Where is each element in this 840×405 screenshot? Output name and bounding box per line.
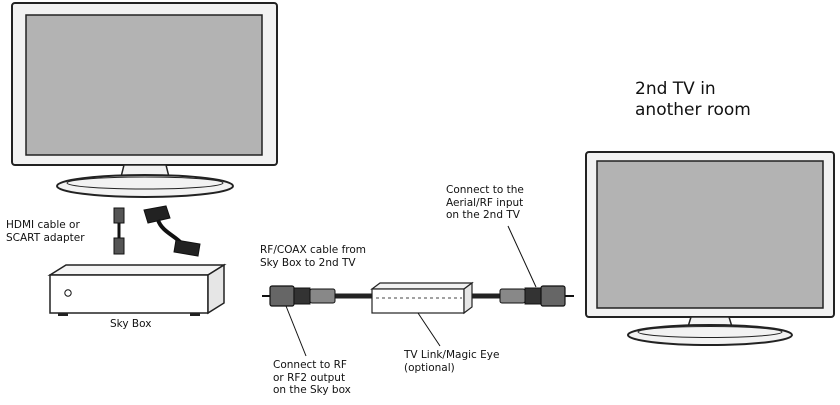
pointer-tv-link	[417, 312, 441, 347]
rf-output-label-line1: Connect to RF	[273, 359, 347, 371]
rf-output-label: Connect to RF or RF2 output on the Sky b…	[273, 359, 351, 397]
hdmi-label: HDMI cable or SCART adapter	[6, 219, 85, 244]
sky-box-foot-right	[190, 313, 200, 316]
tv-link-magic-eye	[370, 281, 474, 315]
pointer-aerial-input	[507, 225, 537, 288]
rf-cable-label-line1: RF/COAX cable from	[260, 244, 367, 256]
tv-link-label-line2: (optional)	[404, 361, 455, 374]
rf-coax-cable	[262, 285, 574, 307]
second-tv-title-line2: another room	[635, 100, 751, 120]
second-tv-title: 2nd TV in another room	[635, 79, 751, 121]
pointer-lines	[285, 225, 537, 357]
aerial-input-label: Connect to the Aerial/RF input on the 2n…	[446, 184, 524, 222]
tv-link-side	[463, 281, 473, 315]
pointer-rf-output	[285, 305, 307, 357]
rf-output-label-line2: or RF2 output	[273, 371, 346, 384]
hdmi-label-line1: HDMI cable or	[6, 219, 80, 231]
second-tv-title-line1: 2nd TV in	[635, 79, 716, 99]
power-button-icon	[64, 289, 72, 297]
coax-connector-left	[269, 285, 295, 307]
sky-box	[47, 263, 227, 316]
main-tv-stand-inner	[66, 176, 224, 190]
coax-connector-right-nut	[524, 287, 542, 305]
hdmi-connector-bottom	[113, 237, 125, 255]
sky-box-front	[49, 274, 209, 314]
sky-box-side	[207, 263, 225, 315]
main-tv-screen	[25, 14, 263, 156]
main-tv-stand	[56, 174, 234, 198]
second-tv-stand-inner	[637, 326, 783, 338]
rf-cable-label: RF/COAX cable from Sky Box to 2nd TV	[260, 244, 366, 269]
hdmi-cable	[113, 207, 125, 255]
hdmi-label-line2: SCART adapter	[6, 231, 85, 244]
sky-box-label: Sky Box	[110, 318, 152, 330]
aerial-input-label-line2: Aerial/RF input	[446, 196, 524, 209]
second-tv	[585, 151, 835, 346]
main-tv	[11, 2, 278, 198]
coax-connector-right	[540, 285, 566, 307]
scart-plug-top	[143, 205, 171, 224]
tv-link-top	[370, 282, 474, 290]
second-tv-stand	[627, 324, 793, 346]
coax-connector-left-boot	[309, 288, 336, 304]
aerial-input-label-line1: Connect to the	[446, 184, 524, 196]
coax-connector-left-nut	[293, 287, 311, 305]
second-tv-screen	[596, 160, 824, 309]
sky-box-top	[47, 264, 227, 276]
scart-adapter	[143, 205, 201, 257]
tv-link-label: TV Link/Magic Eye (optional)	[404, 349, 499, 374]
aerial-input-label-line3: on the 2nd TV	[446, 209, 520, 221]
scart-plug-bottom	[173, 239, 201, 257]
coax-connector-right-boot	[499, 288, 526, 304]
hdmi-connector-top	[113, 207, 125, 224]
tv-link-label-line1: TV Link/Magic Eye	[404, 349, 500, 361]
sky-box-foot-left	[58, 313, 68, 316]
rf-output-label-line3: on the Sky box	[273, 384, 351, 396]
tv-link-front	[371, 288, 465, 314]
rf-cable-label-line2: Sky Box to 2nd TV	[260, 256, 356, 269]
